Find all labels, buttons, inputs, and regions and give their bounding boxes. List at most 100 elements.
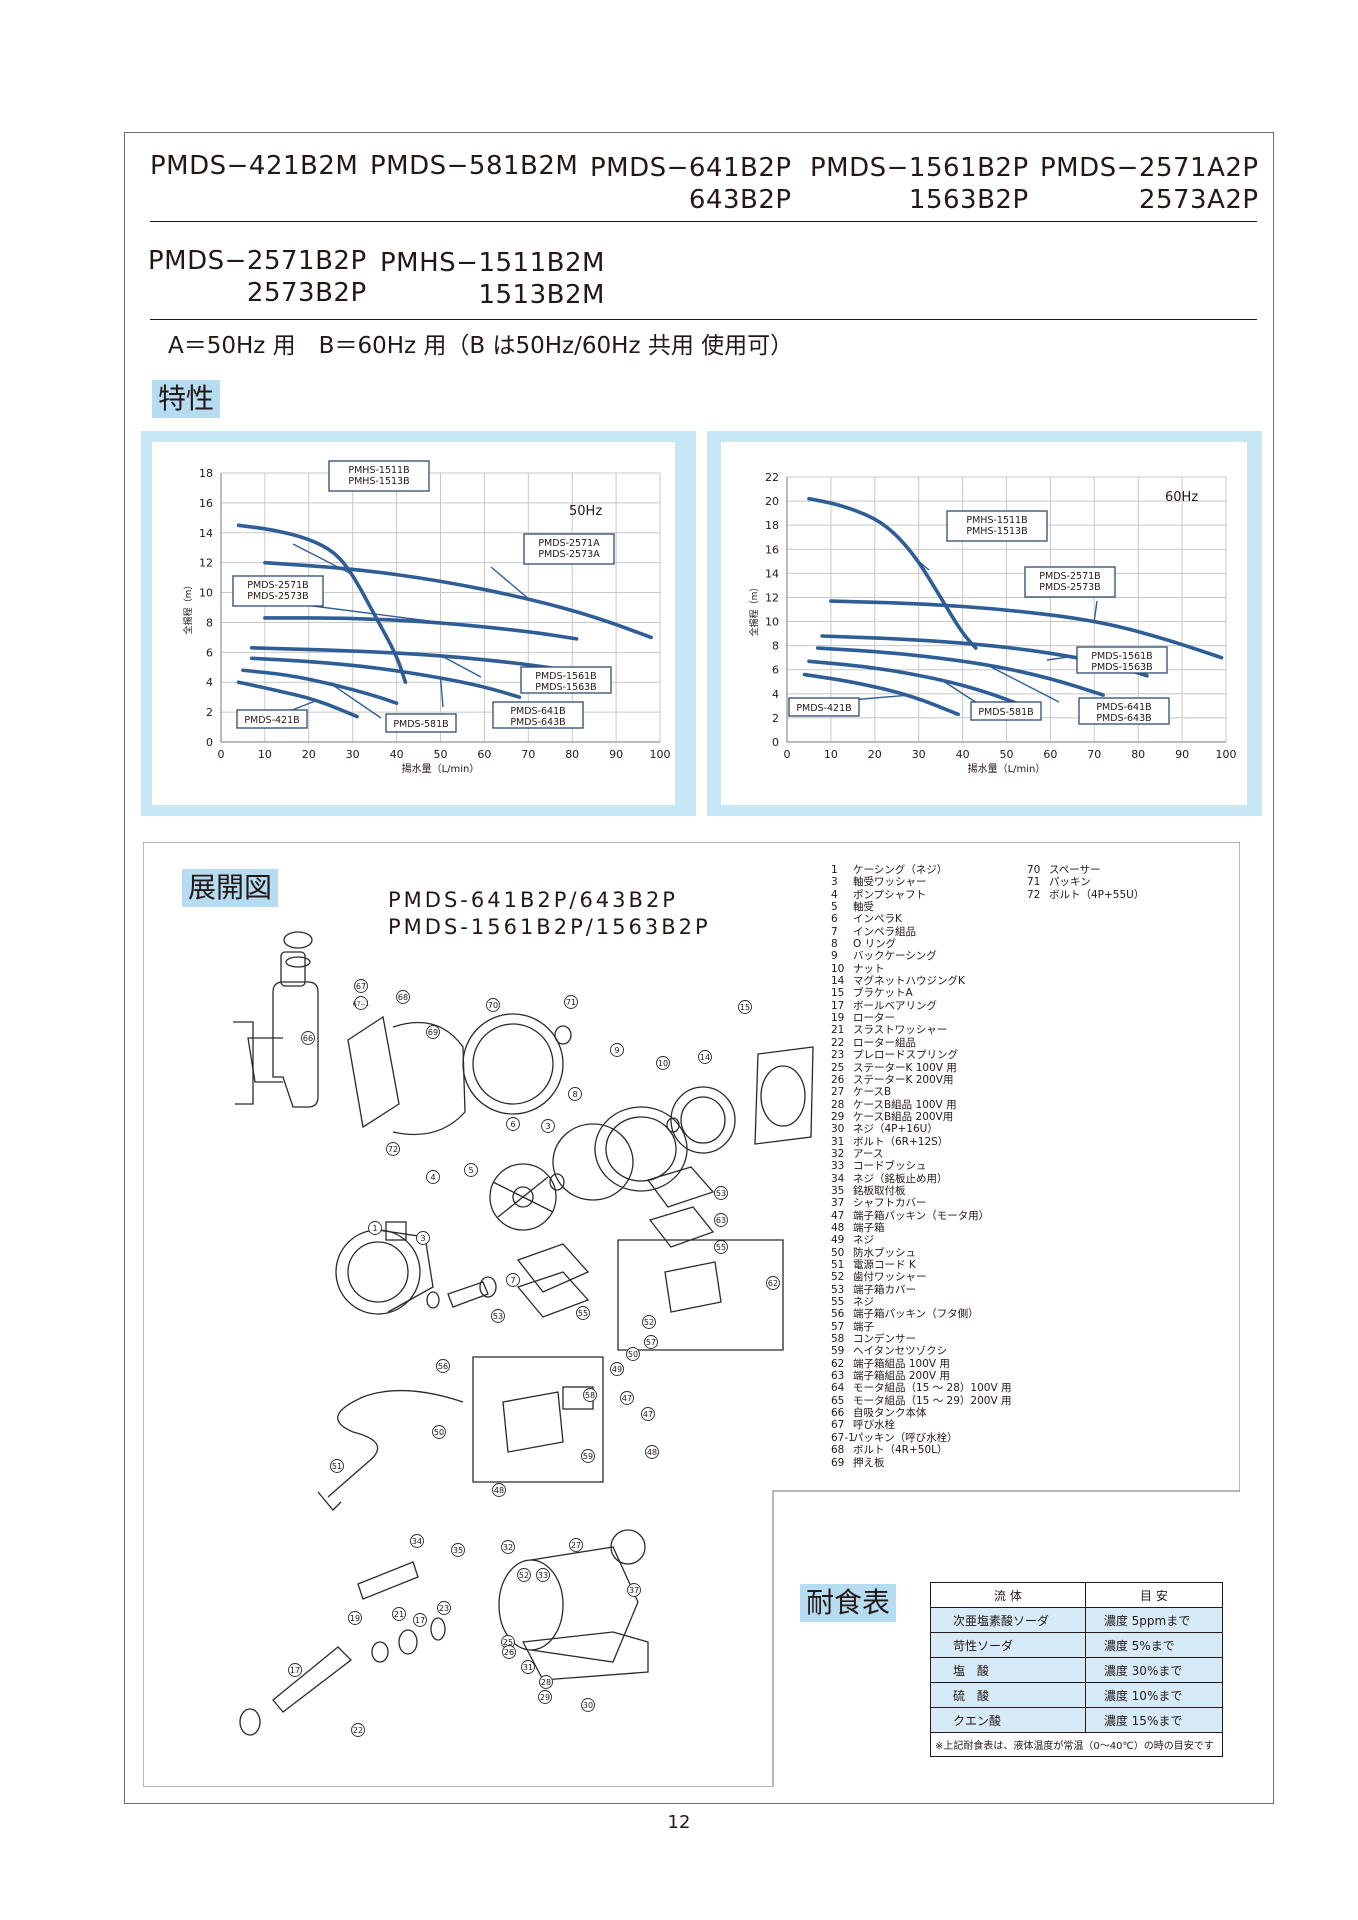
y-tick-label: 14: [199, 527, 213, 540]
part-callout-number: 49: [612, 1365, 622, 1374]
part-number: 33: [831, 1160, 845, 1173]
part-callout: 28: [539, 1675, 553, 1689]
limit-cell: 濃度 15%まで: [1084, 1707, 1224, 1733]
y-tick-label: 14: [765, 567, 779, 580]
part-callout: 6: [506, 1117, 520, 1131]
series-line: [236, 680, 359, 719]
part-callout: 57: [644, 1335, 658, 1349]
y-tick-label: 0: [206, 736, 213, 749]
part-number: 15: [831, 987, 845, 1000]
part-callout: 49: [610, 1362, 624, 1376]
series-label-box: [946, 510, 1048, 542]
part-name: インペラK: [853, 913, 902, 926]
part-number: 3: [831, 876, 838, 889]
y-tick-label: 20: [765, 495, 779, 508]
part-number: 57: [831, 1320, 845, 1333]
part-callout-number: 56: [438, 1362, 448, 1371]
y-tick-label: 18: [199, 467, 213, 480]
part-callout-number: 48: [494, 1486, 504, 1495]
part-callout: 67: [354, 979, 368, 993]
part-callout-number: 6: [510, 1120, 515, 1129]
series-label: PMHS-1513B: [966, 526, 1027, 537]
part-callout: 15: [738, 1000, 752, 1014]
table-row: 苛性ソーダ 濃度 5%まで: [930, 1632, 1224, 1658]
part-callout-number: 63: [716, 1216, 726, 1225]
part-callout: 48: [492, 1483, 506, 1497]
series-label-box: [232, 575, 324, 607]
series-line: [249, 656, 522, 699]
header-rule: [150, 221, 1257, 222]
series-line: [815, 646, 1105, 697]
series-label: PMDS-2573B: [247, 591, 308, 602]
model-title: PMDS−2571B2P 2573B2P: [148, 246, 367, 308]
series-label: PMDS-1561B: [535, 671, 596, 682]
part-callout: 3: [541, 1119, 555, 1133]
part-name: ボールベアリング: [853, 999, 937, 1012]
part-callout-number: 53: [493, 1312, 503, 1321]
part-callout: 17: [288, 1663, 302, 1677]
y-tick-label: 8: [772, 640, 779, 653]
series-label: PMDS-2573A: [538, 549, 600, 560]
part-callout: 1: [368, 1221, 382, 1235]
part-number: 62: [831, 1357, 845, 1370]
part-callout-number: 15: [740, 1003, 750, 1012]
y-tick-label: 16: [765, 543, 779, 556]
x-tick-label: 80: [1131, 748, 1145, 761]
x-tick-label: 80: [565, 748, 579, 761]
page-number: 12: [667, 1812, 691, 1833]
part-name: ケースB組品 200V用: [853, 1110, 954, 1123]
part-callout-number: 67: [356, 982, 366, 991]
part-callout-number: 70: [488, 1001, 498, 1010]
table-row: 硫 酸 濃度 10%まで: [930, 1682, 1224, 1708]
part-callout-number: 5: [468, 1166, 473, 1175]
part-callout-number: 35: [453, 1546, 463, 1555]
part-number: 66: [831, 1407, 845, 1420]
part-callout: 52: [642, 1315, 656, 1329]
series-label-box: [1024, 566, 1116, 598]
part-number: 23: [831, 1049, 845, 1062]
part-number: 6: [831, 913, 838, 926]
part-callout-number: 34: [412, 1537, 422, 1546]
part-callout-number: 58: [585, 1391, 595, 1400]
part-callout: 37: [627, 1583, 641, 1597]
part-callout: 10: [656, 1056, 670, 1070]
y-tick-label: 12: [199, 557, 213, 570]
part-callout-number: 51: [332, 1462, 342, 1471]
y-tick-label: 10: [765, 616, 779, 629]
y-axis-label: 全揚程（m）: [748, 583, 760, 637]
part-name: 銘板取付板: [853, 1184, 906, 1197]
part-callout-number: 62: [768, 1279, 778, 1288]
model-title: PMDS−1561B2P 1563B2P: [810, 153, 1029, 215]
series-leader-line: [490, 566, 529, 600]
frequency-label: 50Hz: [569, 504, 602, 519]
part-callout: 27: [569, 1538, 583, 1552]
part-name: ステーターK 100V 用: [853, 1061, 957, 1074]
part-name: インペラ組品: [853, 925, 916, 938]
part-name: スペーサー: [1049, 864, 1101, 876]
series-label-box: [328, 460, 430, 492]
part-item: 6 インペラK: [831, 913, 1011, 925]
series-leader-line: [940, 678, 978, 704]
series-leader-line: [918, 560, 930, 571]
part-callout-number: 69: [428, 1028, 438, 1037]
series-leader-line: [850, 694, 910, 701]
part-number: 30: [831, 1123, 845, 1136]
limit-cell: 濃度 5%まで: [1084, 1632, 1224, 1658]
series-label: PMDS-1563B: [1091, 662, 1152, 673]
part-callout-number: 31: [523, 1663, 533, 1672]
part-callout-number: 27: [571, 1541, 581, 1550]
part-name: ヘイタンセツゾクシ: [853, 1345, 948, 1358]
part-number: 29: [831, 1110, 845, 1123]
y-tick-label: 0: [772, 736, 779, 749]
part-callout: 72: [386, 1142, 400, 1156]
part-callout-number: 71: [566, 998, 576, 1007]
